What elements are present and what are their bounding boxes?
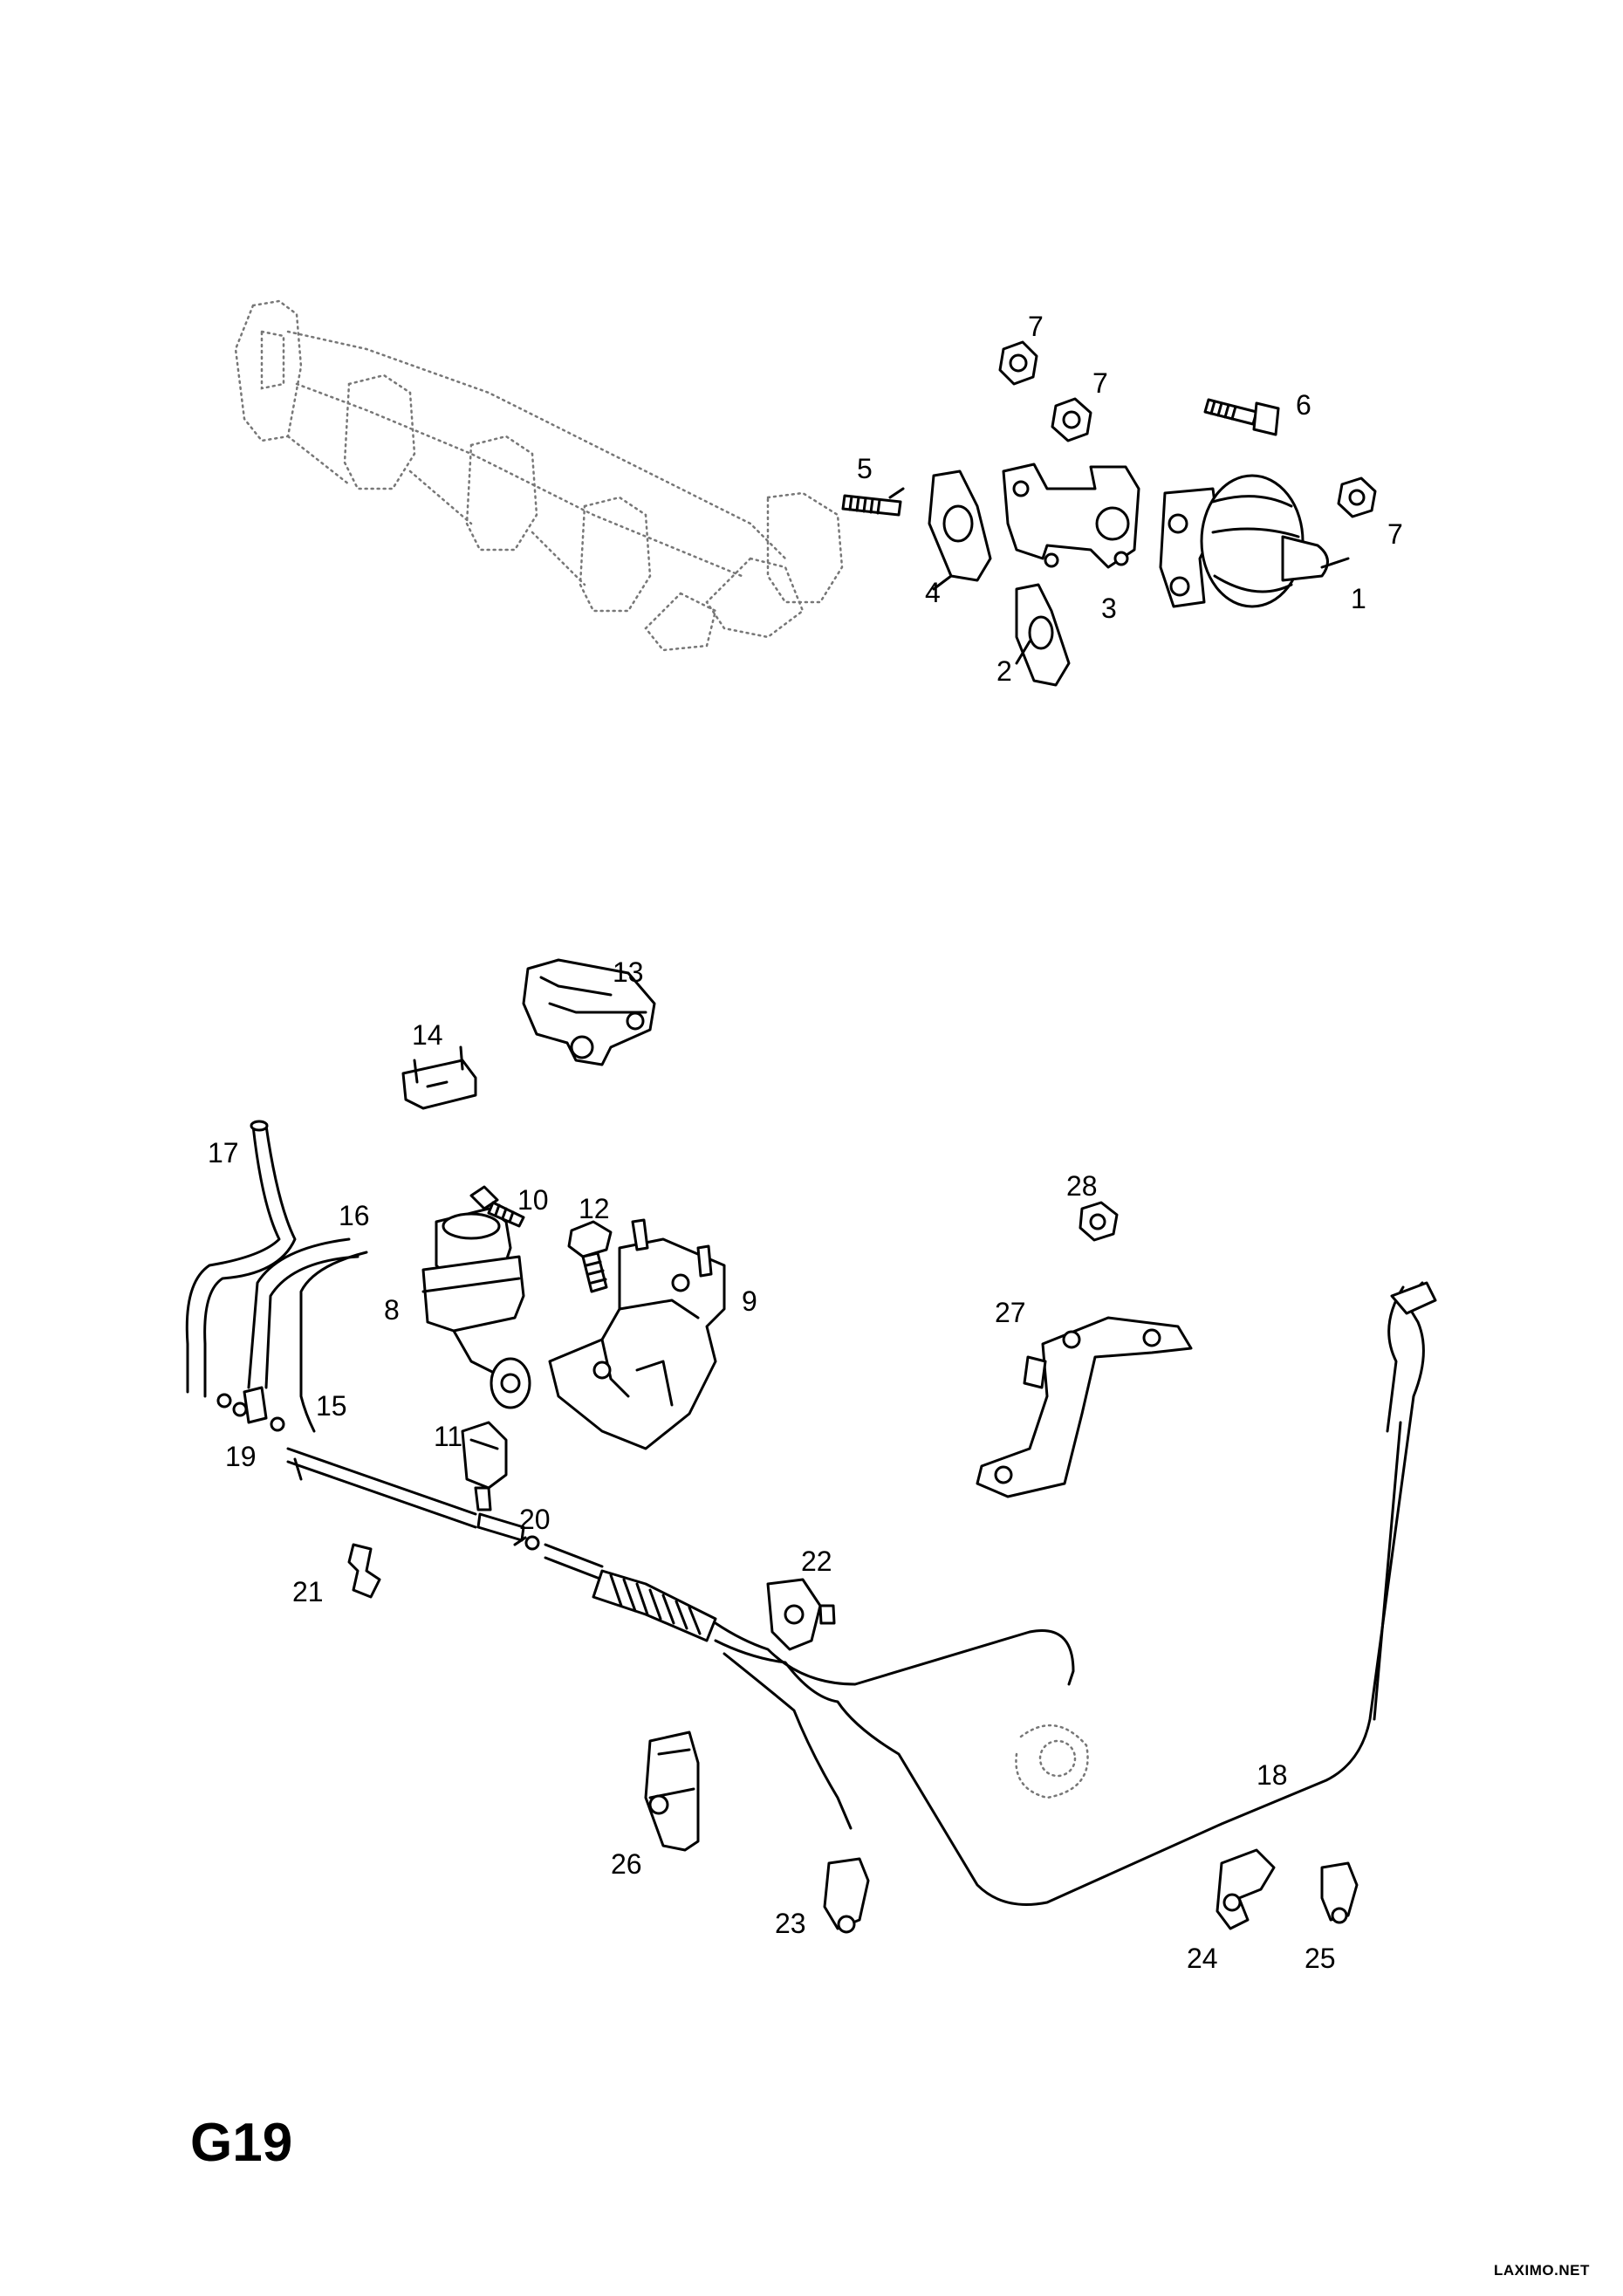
- gasket-lower: [1015, 583, 1071, 687]
- callout-27: 27: [995, 1297, 1026, 1328]
- callout-1: 1: [1351, 583, 1366, 614]
- clip-26: [644, 1731, 700, 1852]
- callout-25: 25: [1305, 1943, 1336, 1974]
- leader-lines: [293, 487, 1350, 1546]
- clip-25: [1320, 1861, 1359, 1924]
- gasket-upper: [928, 469, 992, 582]
- callout-24: 24: [1187, 1943, 1218, 1974]
- watermark: LAXIMO.NET: [1494, 2262, 1590, 2279]
- clip-21: [347, 1543, 381, 1599]
- egr-pipe: [1002, 463, 1140, 569]
- callout-26: 26: [611, 1848, 642, 1880]
- solenoid-valve: [421, 1207, 531, 1409]
- callout-18: 18: [1257, 1759, 1288, 1791]
- callout-9: 9: [742, 1285, 757, 1317]
- callout-2: 2: [996, 655, 1012, 687]
- nut-top: [998, 340, 1038, 386]
- tee-connector-19: [216, 1386, 285, 1432]
- nut-mid: [1051, 397, 1092, 442]
- clip-23: [823, 1857, 870, 1934]
- egr-valve: [1159, 474, 1329, 608]
- bolt-upper: [1203, 398, 1280, 436]
- pressure-sensor: [522, 958, 656, 1066]
- ghost-reference-pump: [1015, 1724, 1089, 1799]
- exhaust-manifold-reference: [234, 299, 844, 652]
- callout-19: 19: [225, 1441, 257, 1472]
- nut-right: [1337, 476, 1377, 518]
- callout-6: 6: [1296, 389, 1311, 421]
- callout-17: 17: [208, 1137, 239, 1169]
- bracket-27: [976, 1316, 1193, 1498]
- bolt-12: [567, 1220, 613, 1293]
- screw-10: [469, 1185, 525, 1228]
- hose-17: [185, 1120, 297, 1398]
- stud: [841, 494, 902, 517]
- callout-20: 20: [519, 1504, 551, 1535]
- callout-28: 28: [1066, 1170, 1098, 1202]
- callout-12: 12: [579, 1193, 610, 1224]
- callout-11: 11: [434, 1421, 462, 1452]
- pipe-15: [286, 1447, 477, 1529]
- clip-24: [1216, 1848, 1276, 1930]
- callout-5: 5: [857, 453, 873, 484]
- callout-7-right: 7: [1387, 518, 1403, 550]
- callout-23: 23: [775, 1908, 806, 1939]
- callout-7-top: 7: [1028, 311, 1044, 342]
- callout-4: 4: [925, 577, 941, 608]
- relay-clip: [401, 1045, 477, 1110]
- callout-8: 8: [384, 1294, 400, 1326]
- callout-3: 3: [1101, 593, 1117, 624]
- clip-11: [461, 1421, 508, 1511]
- callout-7-mid: 7: [1092, 367, 1108, 399]
- callout-labels: 1 2 3 4 5 6 7 7 7 8 9 10 11 12 13 14 15 …: [208, 311, 1403, 1974]
- callout-13: 13: [613, 956, 644, 988]
- callout-15: 15: [316, 1390, 347, 1422]
- clip-22: [766, 1578, 836, 1651]
- callout-21: 21: [292, 1576, 324, 1607]
- hose-16: [247, 1237, 368, 1433]
- pipe-bundle: [544, 1281, 1437, 1906]
- callout-10: 10: [517, 1184, 549, 1216]
- sheet-code: G19: [190, 2113, 293, 2173]
- nut-28: [1079, 1201, 1119, 1242]
- mounting-bracket: [548, 1218, 726, 1450]
- callout-14: 14: [412, 1019, 443, 1051]
- callout-16: 16: [339, 1200, 370, 1231]
- callout-22: 22: [801, 1546, 832, 1577]
